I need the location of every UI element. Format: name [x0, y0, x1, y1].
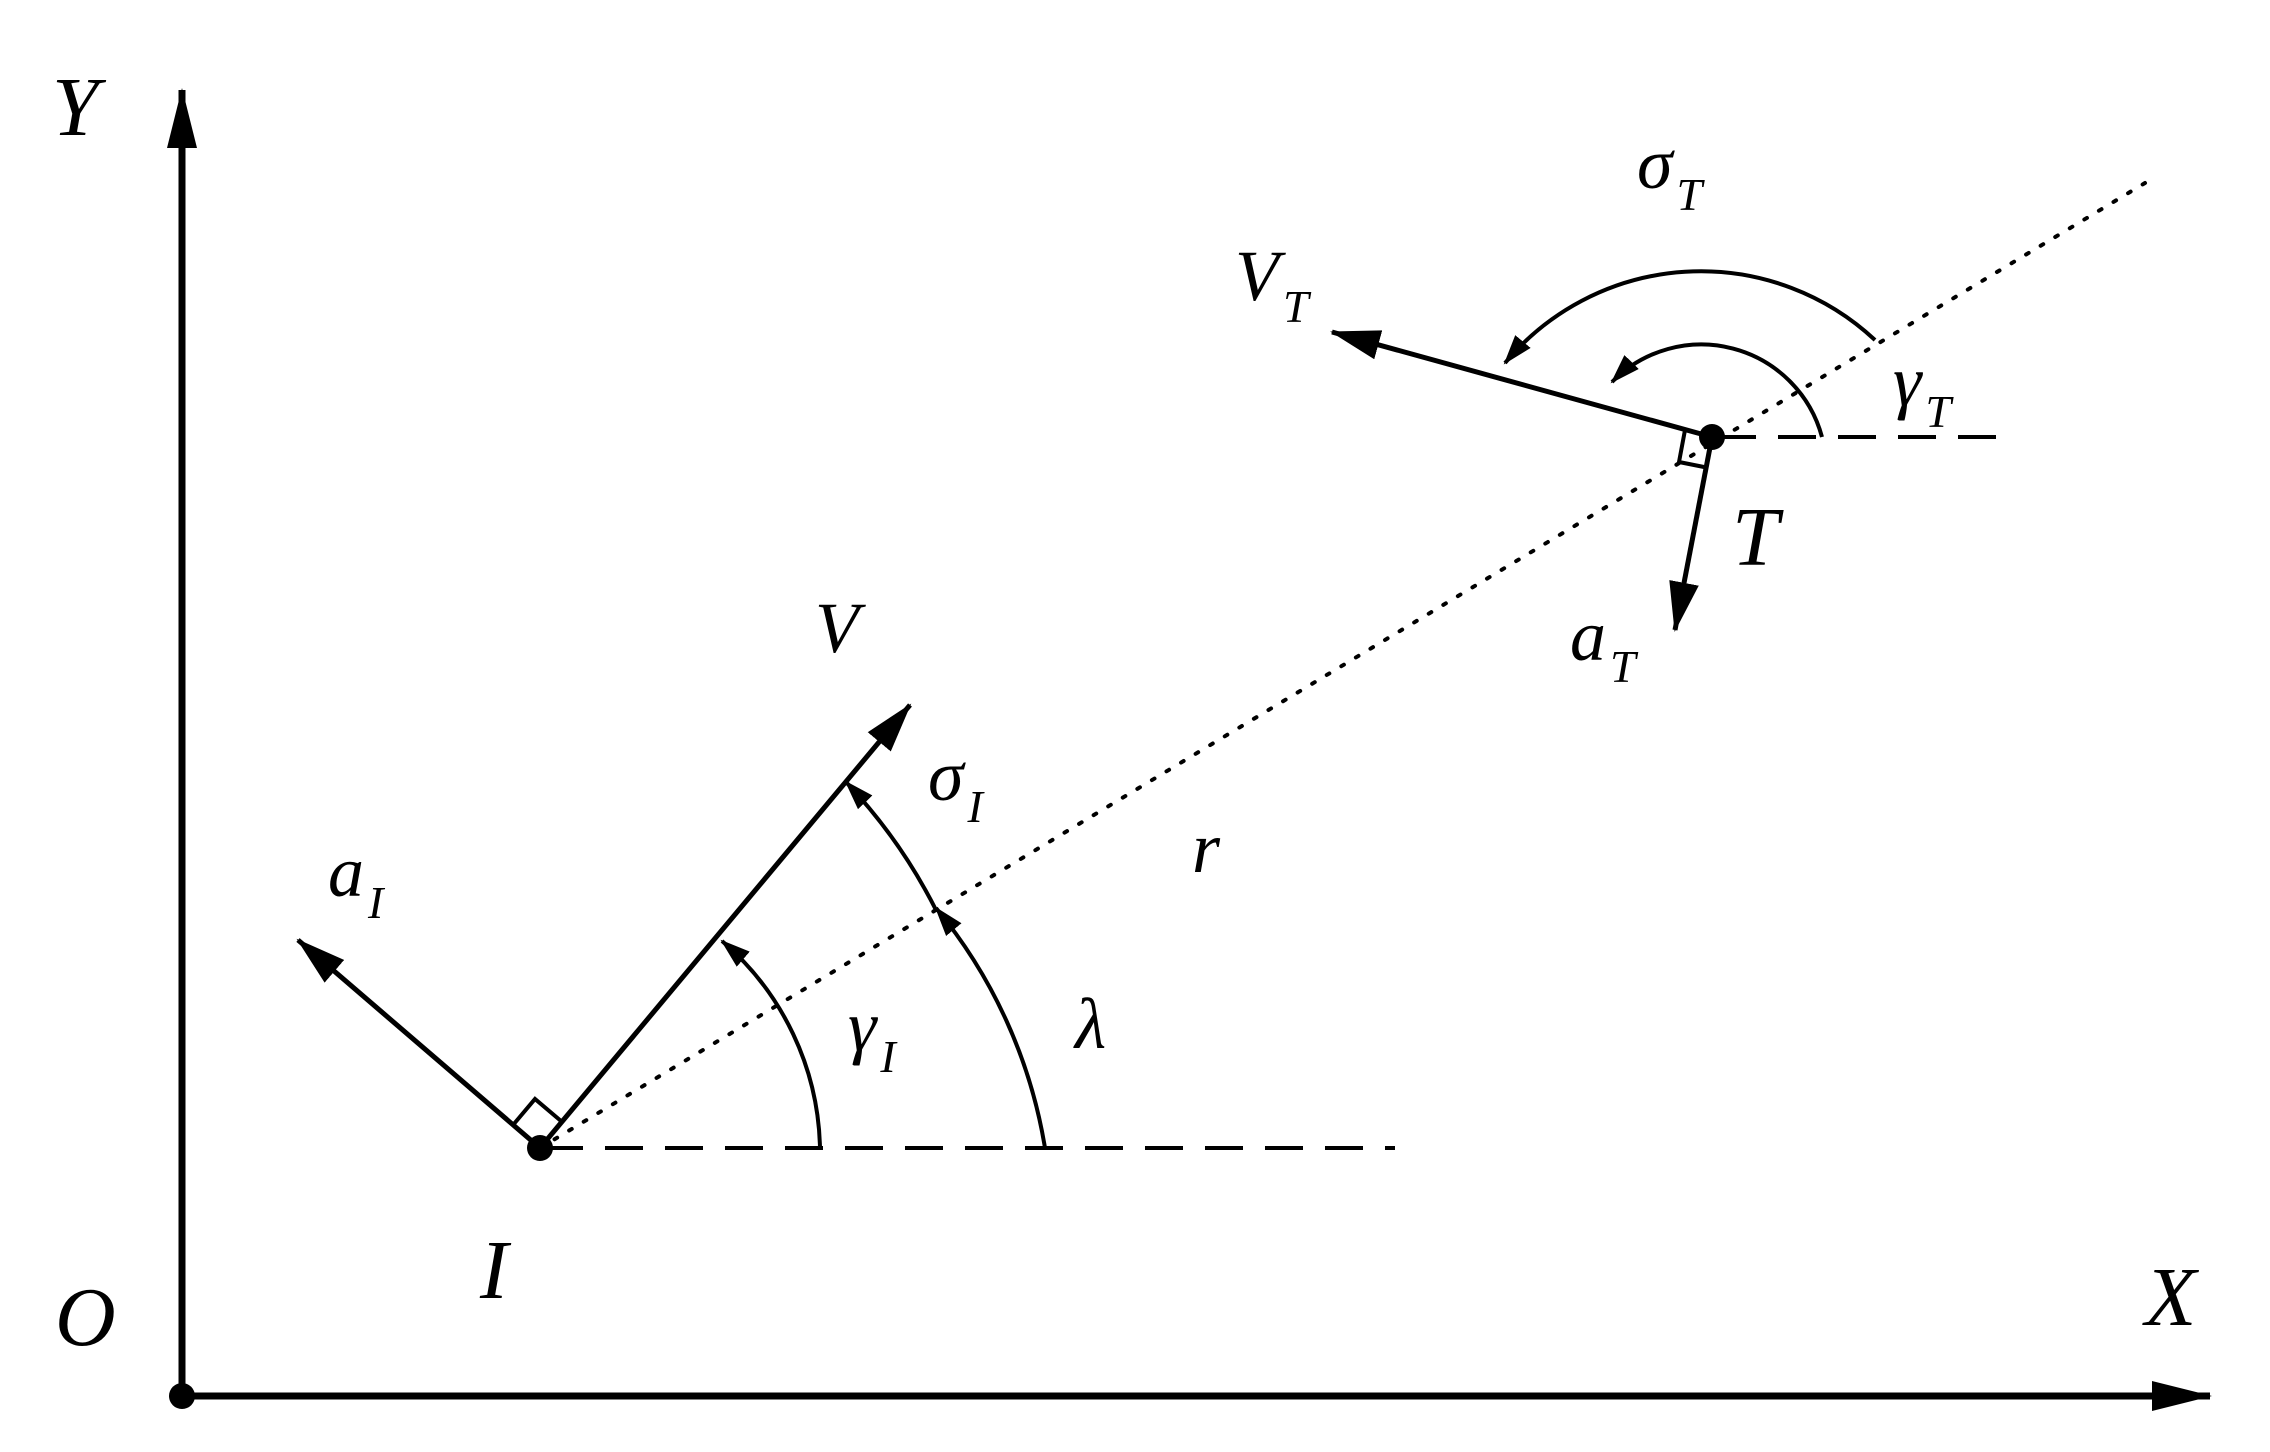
interceptor-accel-label: aI: [328, 832, 386, 928]
interceptor-label: I: [479, 1224, 512, 1317]
y-axis-label: Y: [52, 61, 107, 154]
target-accel-vector: [1669, 436, 1715, 632]
target-flight-angle-base: γ: [1893, 341, 1923, 421]
interceptor-flight-angle-arc: [720, 939, 822, 1149]
target-accel-base: a: [1570, 596, 1606, 676]
interceptor-flight-angle-base: γ: [848, 986, 878, 1066]
interceptor-accel-vector: [296, 938, 542, 1150]
target-flight-angle-arc: [1610, 342, 1824, 438]
target-accel-sub: T: [1610, 641, 1639, 692]
target-lead-angle-label: σT: [1637, 124, 1706, 220]
los-angle-label: λ: [1073, 984, 1106, 1064]
origin-label: O: [55, 1271, 116, 1364]
target-lead-angle-base: σ: [1637, 124, 1675, 204]
interceptor-accel-sub: I: [367, 877, 386, 928]
x-axis-label: X: [2142, 1251, 2200, 1344]
los-angle-arc: [934, 906, 1047, 1149]
interceptor-point: [527, 1135, 553, 1161]
interceptor-right-angle-mark: [511, 1096, 563, 1127]
target-velocity-vector: [1330, 329, 1713, 440]
interceptor-lead-angle-base: σ: [928, 736, 966, 816]
origin-dot: [169, 1383, 195, 1409]
interceptor-flight-angle-label: γI: [848, 986, 898, 1082]
line-of-sight: [538, 181, 2147, 1150]
target-label: T: [1732, 491, 1784, 584]
target-flight-angle-label: γT: [1893, 341, 1954, 437]
target-right-angle-mark: [1676, 429, 1705, 469]
interceptor-lead-angle-arc: [844, 780, 938, 911]
interceptor-flight-angle-sub: I: [879, 1031, 898, 1082]
interceptor-lead-angle-label: σI: [928, 736, 986, 832]
target-velocity-sub: T: [1283, 281, 1312, 332]
target-lead-angle-arc: [1503, 269, 1877, 365]
interceptor-lead-angle-sub: I: [967, 781, 986, 832]
target-velocity-label: VT: [1235, 236, 1312, 332]
interceptor-velocity-vector: [538, 703, 912, 1150]
target-velocity-base: V: [1235, 236, 1286, 316]
range-label: r: [1192, 808, 1221, 888]
target-lead-angle-sub: T: [1677, 169, 1706, 220]
interceptor-accel-base: a: [328, 832, 364, 912]
target-accel-label: aT: [1570, 596, 1639, 692]
interceptor-velocity-label: V: [815, 588, 866, 668]
target-flight-angle-sub: T: [1925, 386, 1954, 437]
target-point: [1699, 424, 1725, 450]
